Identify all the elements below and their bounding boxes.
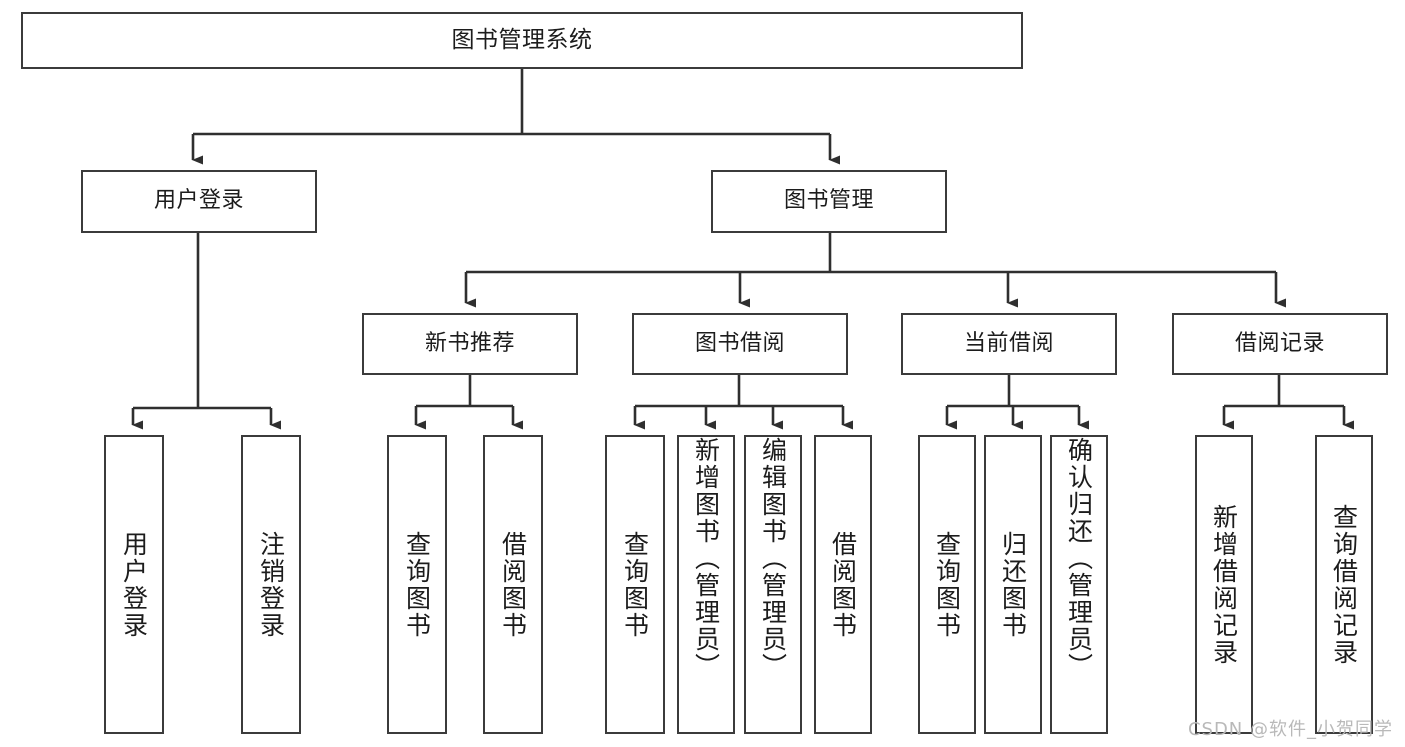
leaf-query-record[interactable]: 查询借阅记录 bbox=[1315, 435, 1373, 734]
leaf-query-book-1-label: 查询图书 bbox=[402, 530, 432, 639]
leaf-query-book-1[interactable]: 查询图书 bbox=[387, 435, 447, 734]
leaf-borrow-book-2-label: 借阅图书 bbox=[828, 530, 858, 639]
leaf-add-record-label: 新增借阅记录 bbox=[1209, 503, 1239, 666]
leaf-return-book-label: 归还图书 bbox=[998, 530, 1028, 639]
leaf-query-book-2[interactable]: 查询图书 bbox=[605, 435, 665, 734]
node-current-borrow[interactable]: 当前借阅 bbox=[901, 313, 1117, 375]
watermark: CSDN @软件_小贺同学 bbox=[1187, 719, 1393, 740]
leaf-edit-book[interactable]: 编辑图书（管理员） bbox=[744, 435, 802, 734]
leaf-borrow-book-1[interactable]: 借阅图书 bbox=[483, 435, 543, 734]
leaf-confirm-return-label: 确认归还（管理员） bbox=[1064, 437, 1094, 680]
leaf-query-book-3[interactable]: 查询图书 bbox=[918, 435, 976, 734]
leaf-edit-book-label: 编辑图书（管理员） bbox=[758, 437, 788, 680]
node-user-login[interactable]: 用户登录 bbox=[81, 170, 317, 233]
node-borrow-record-label: 借阅记录 bbox=[1234, 330, 1325, 356]
leaf-query-book-2-label: 查询图书 bbox=[620, 530, 650, 639]
node-new-book-recommend-label: 新书推荐 bbox=[424, 330, 515, 356]
node-root-label: 图书管理系统 bbox=[451, 26, 593, 53]
leaf-borrow-book-2[interactable]: 借阅图书 bbox=[814, 435, 872, 734]
leaf-user-login[interactable]: 用户登录 bbox=[104, 435, 164, 734]
node-user-login-label: 用户登录 bbox=[153, 188, 244, 214]
leaf-logout-login[interactable]: 注销登录 bbox=[241, 435, 301, 734]
leaf-query-record-label: 查询借阅记录 bbox=[1329, 503, 1359, 666]
node-book-borrow-label: 图书借阅 bbox=[694, 330, 785, 356]
leaf-add-book-label: 新增图书（管理员） bbox=[691, 437, 721, 680]
leaf-query-book-3-label: 查询图书 bbox=[932, 530, 962, 639]
node-root[interactable]: 图书管理系统 bbox=[21, 12, 1023, 69]
leaf-logout-login-label: 注销登录 bbox=[256, 530, 286, 639]
node-current-borrow-label: 当前借阅 bbox=[963, 330, 1054, 356]
leaf-confirm-return[interactable]: 确认归还（管理员） bbox=[1050, 435, 1108, 734]
node-borrow-record[interactable]: 借阅记录 bbox=[1172, 313, 1388, 375]
leaf-user-login-label: 用户登录 bbox=[119, 530, 149, 639]
node-book-manage-label: 图书管理 bbox=[783, 188, 874, 214]
node-book-borrow[interactable]: 图书借阅 bbox=[632, 313, 848, 375]
leaf-borrow-book-1-label: 借阅图书 bbox=[498, 530, 528, 639]
leaf-add-record[interactable]: 新增借阅记录 bbox=[1195, 435, 1253, 734]
node-new-book-recommend[interactable]: 新书推荐 bbox=[362, 313, 578, 375]
leaf-return-book[interactable]: 归还图书 bbox=[984, 435, 1042, 734]
node-book-manage[interactable]: 图书管理 bbox=[711, 170, 947, 233]
leaf-add-book[interactable]: 新增图书（管理员） bbox=[677, 435, 735, 734]
